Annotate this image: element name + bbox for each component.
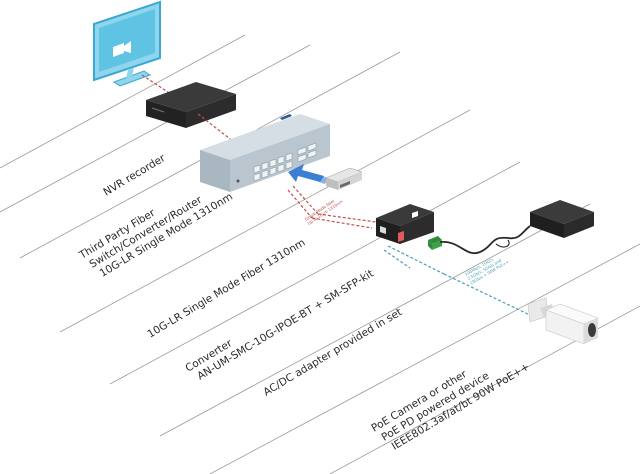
fiber-switch-icon xyxy=(200,114,330,192)
nvr-switch-link xyxy=(197,113,235,143)
label-switch-line-2: Switch/Converter/Router xyxy=(87,194,204,271)
fiber-link-line xyxy=(287,185,377,229)
nvr-device-icon xyxy=(146,82,236,128)
media-converter-icon xyxy=(376,204,442,250)
power-cable-loop xyxy=(495,239,510,248)
poe-link-line xyxy=(383,245,533,317)
label-nvr: NVR recorder xyxy=(101,152,168,199)
label-camera-line-2: PoE PD powered device xyxy=(379,370,491,444)
sfp-module-icon xyxy=(325,167,363,190)
guide-lines xyxy=(0,34,640,474)
fiber-note: Single Mode fiber Up to 10km 1310nm xyxy=(304,198,344,226)
label-converter: Converter AN-UM-SMC-10G-IPOE-BT + SM-SFP… xyxy=(183,268,375,383)
power-adapter-icon xyxy=(530,200,594,238)
label-camera: PoE Camera or other PoE PD powered devic… xyxy=(369,361,531,453)
label-switch: Third Party Fiber Switch/Converter/Route… xyxy=(77,191,235,280)
bullet-camera-icon xyxy=(527,297,599,345)
power-cable xyxy=(439,225,531,255)
power-note: 100Mb/s, 1Gb/s, 2.5Gb/s, 5Gb/s and 10Gb/… xyxy=(464,256,510,285)
monitor-icon xyxy=(93,0,161,87)
